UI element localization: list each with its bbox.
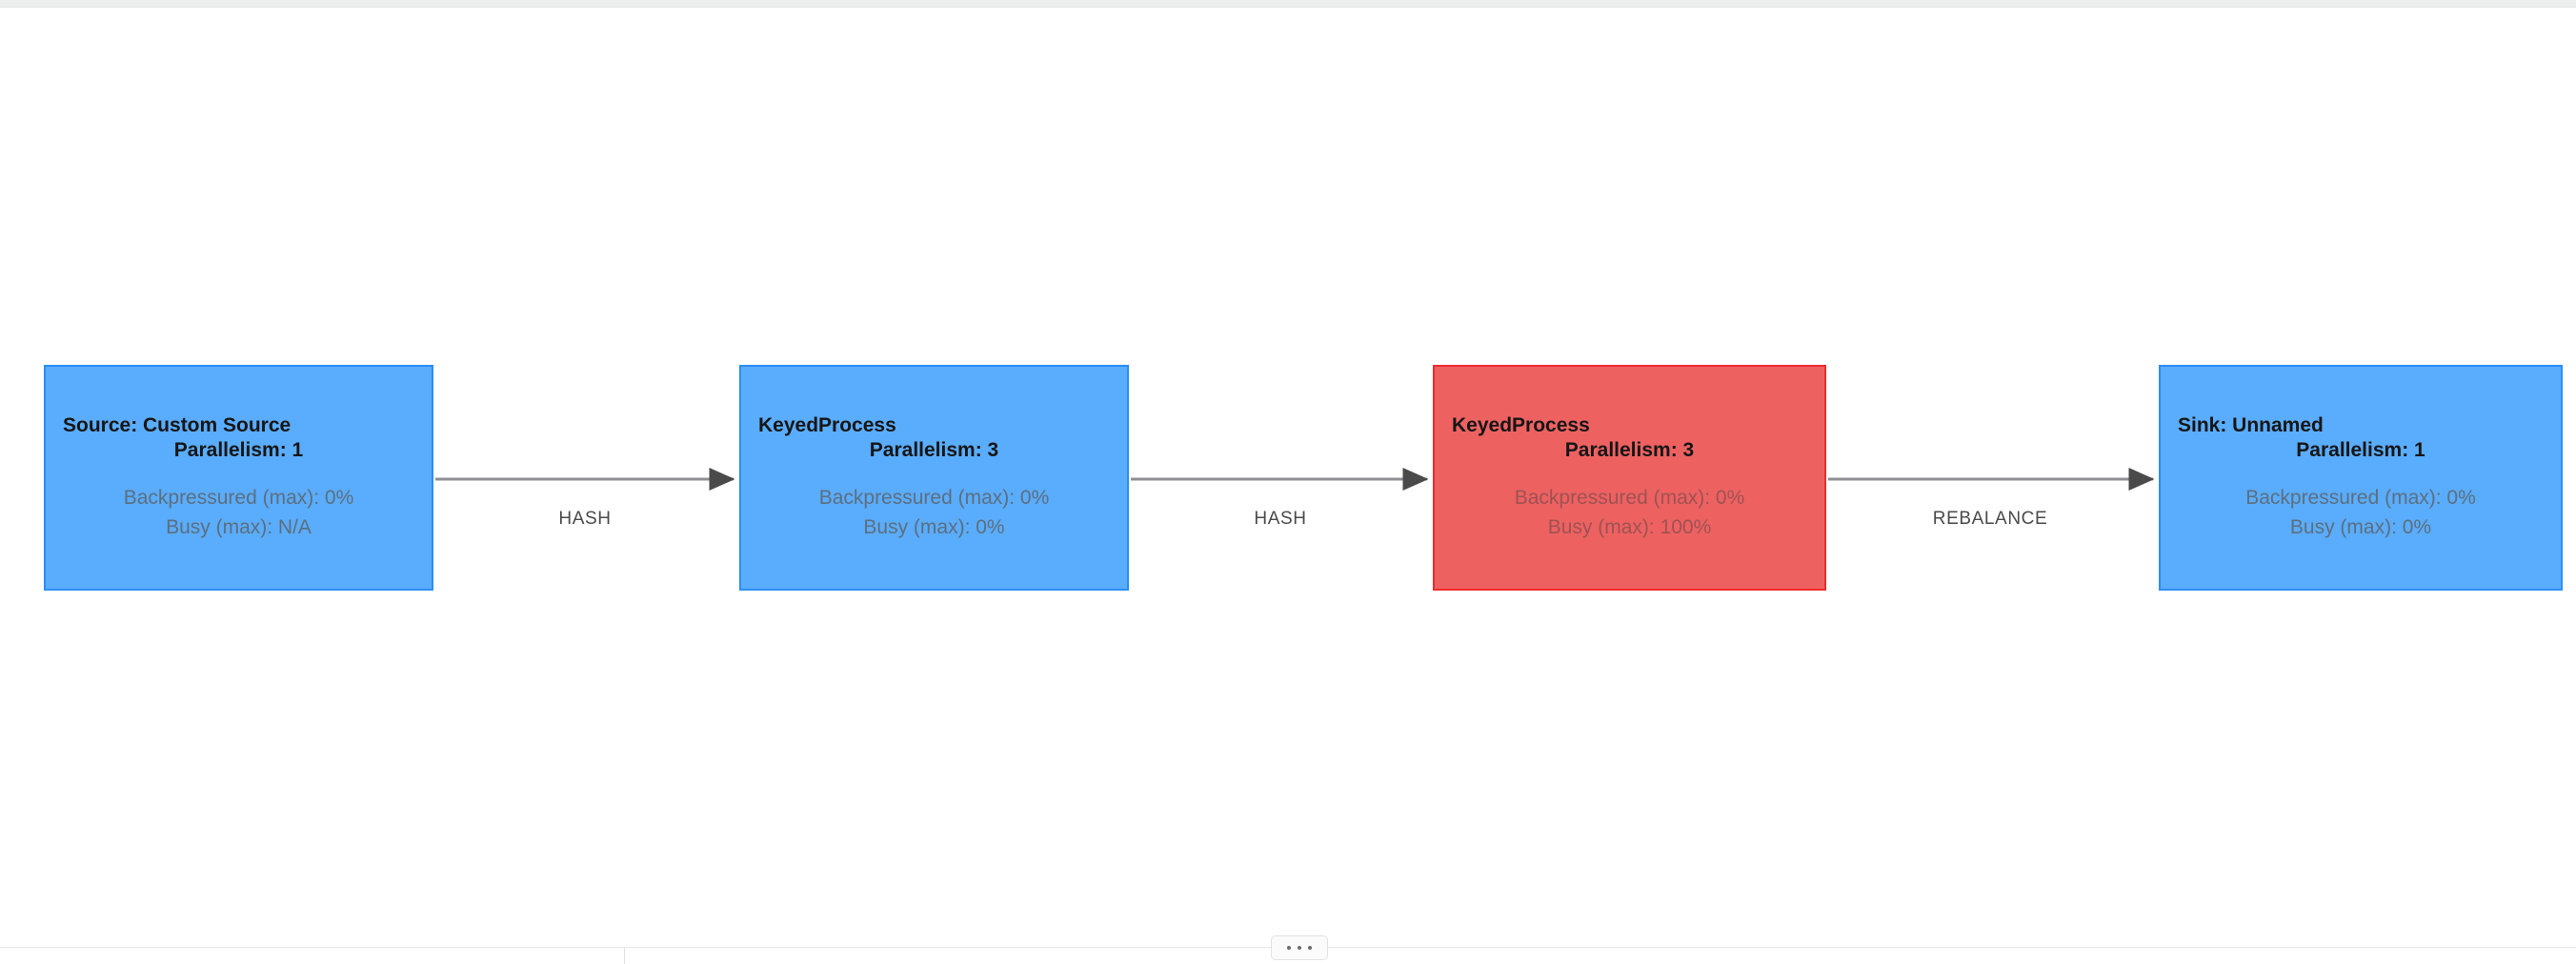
node-title: Source: Custom Source (63, 413, 292, 436)
node-busy-metric: Busy (max): 0% (2289, 515, 2432, 538)
node-busy-metric: Busy (max): 0% (863, 515, 1005, 538)
node-parallelism: Parallelism: 1 (173, 439, 304, 462)
operator-node-keyedprocess-1[interactable]: KeyedProcess Parallelism: 3 Backpressure… (739, 365, 1129, 591)
handle-dot-icon (1287, 946, 1291, 950)
node-backpressured-metric: Backpressured (max): 0% (1514, 487, 1745, 510)
node-busy-metric: Busy (max): N/A (166, 515, 312, 538)
panel-resize-handle[interactable] (1271, 935, 1328, 960)
node-title: KeyedProcess (1452, 413, 1590, 436)
handle-dot-icon (1298, 946, 1301, 950)
node-parallelism: Parallelism: 1 (2296, 439, 2425, 462)
top-strip (0, 0, 2576, 8)
edge-connectors (435, 468, 2155, 491)
operator-node-sink[interactable]: Sink: Unnamed Parallelism: 1 Backpressur… (2159, 365, 2563, 591)
edge-label-1: HASH (558, 509, 612, 529)
node-parallelism: Parallelism: 3 (869, 439, 999, 462)
operator-node-keyedprocess-2[interactable]: KeyedProcess Parallelism: 3 Backpressure… (1433, 365, 1826, 591)
job-graph-canvas[interactable]: Source: Custom Source Parallelism: 1 Bac… (0, 9, 2576, 918)
node-busy-metric: Busy (max): 100% (1547, 515, 1712, 538)
node-backpressured-metric: Backpressured (max): 0% (818, 487, 1050, 510)
handle-dot-icon (1308, 946, 1312, 950)
node-title: KeyedProcess (758, 413, 896, 436)
operator-node-source[interactable]: Source: Custom Source Parallelism: 1 Bac… (44, 365, 433, 591)
panel-splitter-tick (624, 948, 625, 964)
node-parallelism: Parallelism: 3 (1564, 439, 1695, 462)
node-backpressured-metric: Backpressured (max): 0% (2245, 487, 2476, 510)
edge-label-3: REBALANCE (1932, 509, 2048, 529)
edge-label-2: HASH (1254, 509, 1307, 529)
node-backpressured-metric: Backpressured (max): 0% (123, 487, 354, 510)
node-title: Sink: Unnamed (2178, 413, 2324, 436)
